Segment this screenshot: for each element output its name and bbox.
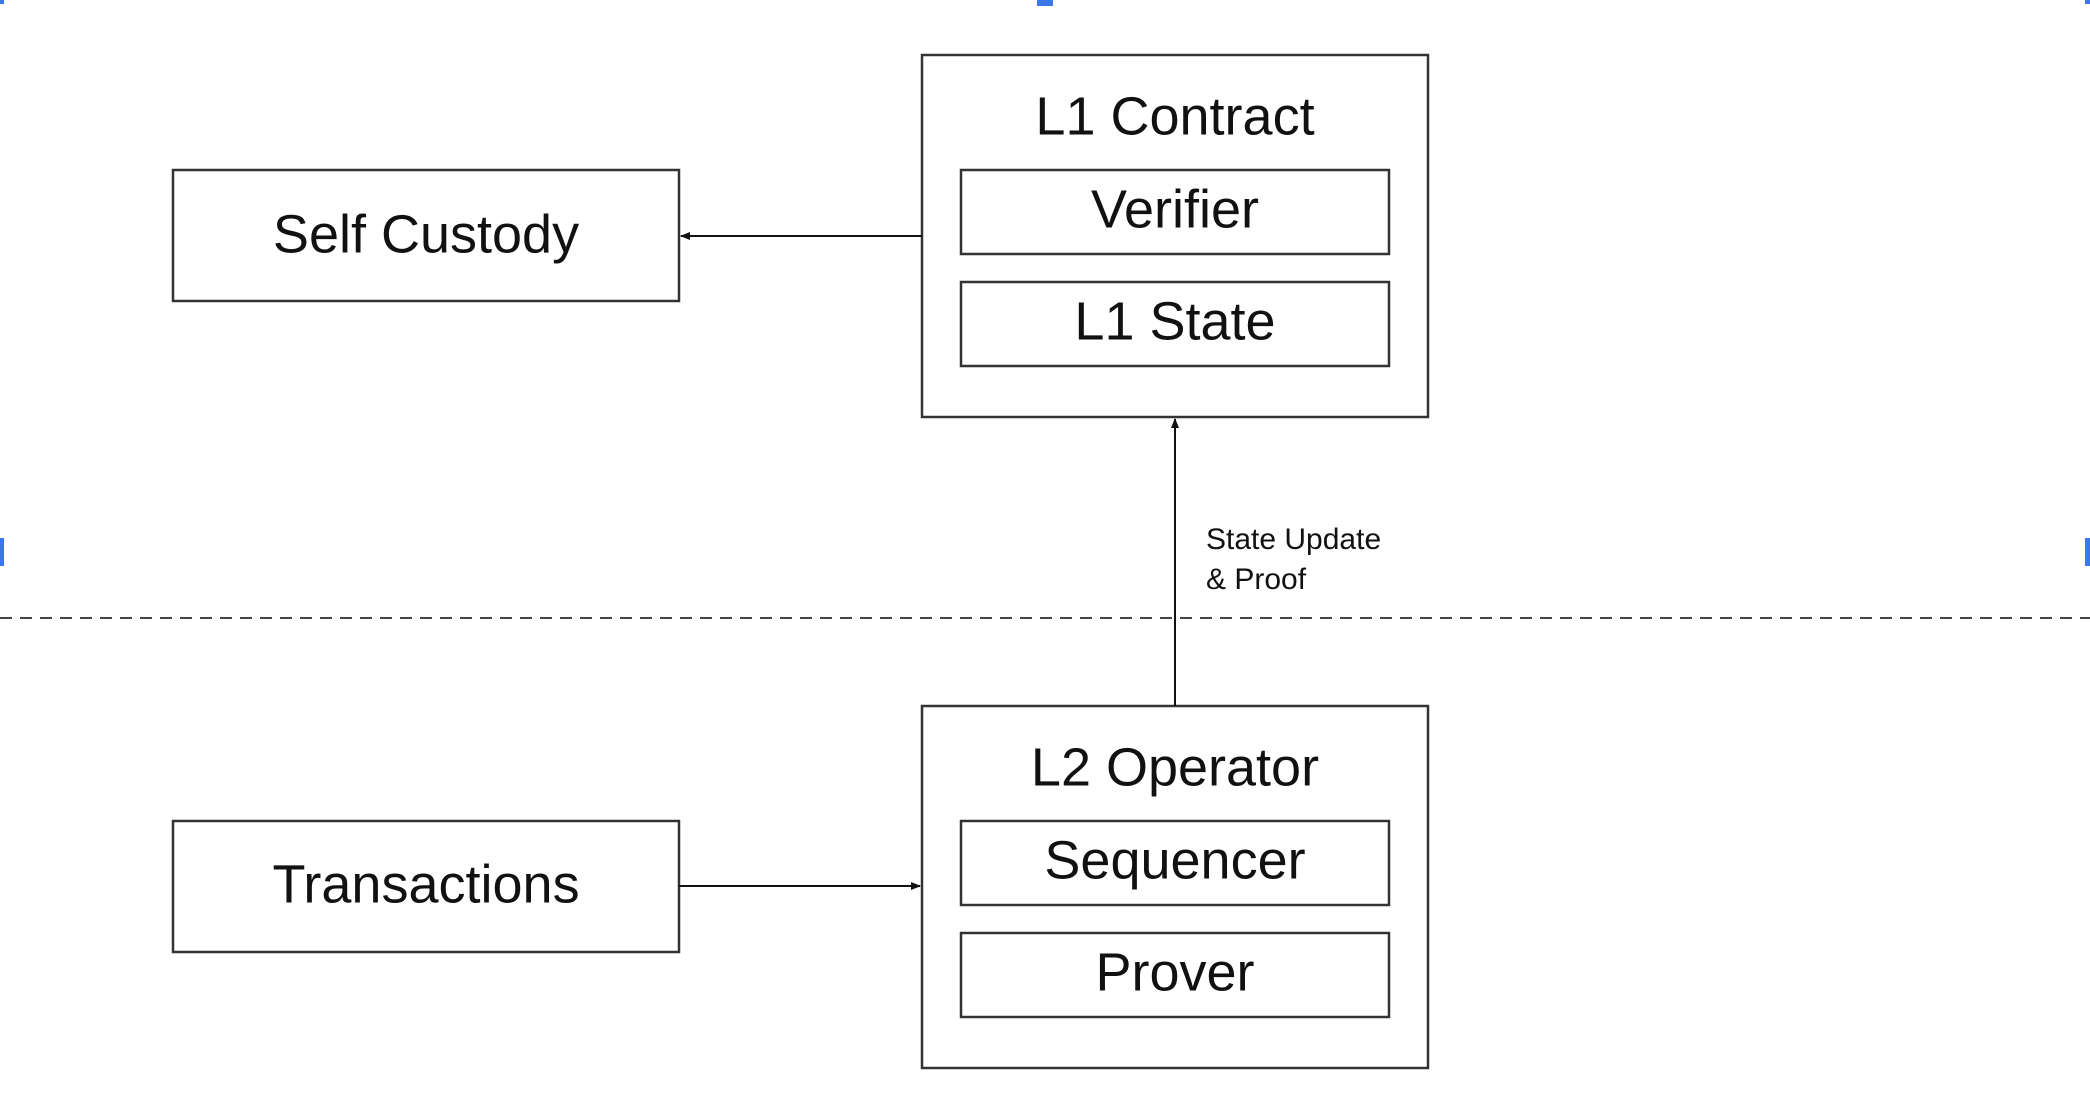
transactions-label: Transactions (272, 854, 579, 914)
selection-handle-left[interactable] (0, 538, 4, 566)
verifier-label: Verifier (1091, 179, 1259, 239)
l1-state-node[interactable]: L1 State (959, 280, 1391, 368)
l2-operator-label: L2 Operator (1031, 737, 1319, 797)
verifier-node[interactable]: Verifier (959, 168, 1391, 256)
self-custody-label: Self Custody (273, 204, 579, 264)
sequencer-node[interactable]: Sequencer (959, 819, 1391, 907)
l1-contract-label: L1 Contract (1035, 86, 1314, 146)
selection-handle-top[interactable] (1037, 0, 1053, 6)
transactions-node[interactable]: Transactions (171, 819, 681, 954)
state-update-proof-label: State Update & Proof (1206, 523, 1381, 596)
state-update-label-line1: State Update (1206, 523, 1381, 556)
selection-handle-top-right[interactable] (2085, 0, 2090, 4)
sequencer-label: Sequencer (1044, 830, 1305, 890)
prover-label: Prover (1095, 942, 1254, 1002)
l1-state-label: L1 State (1074, 291, 1275, 351)
prover-node[interactable]: Prover (959, 931, 1391, 1019)
selection-handle-right[interactable] (2085, 538, 2090, 566)
self-custody-node[interactable]: Self Custody (171, 168, 681, 303)
selection-handle-top-left[interactable] (0, 0, 4, 4)
state-update-label-line2: & Proof (1206, 563, 1307, 596)
